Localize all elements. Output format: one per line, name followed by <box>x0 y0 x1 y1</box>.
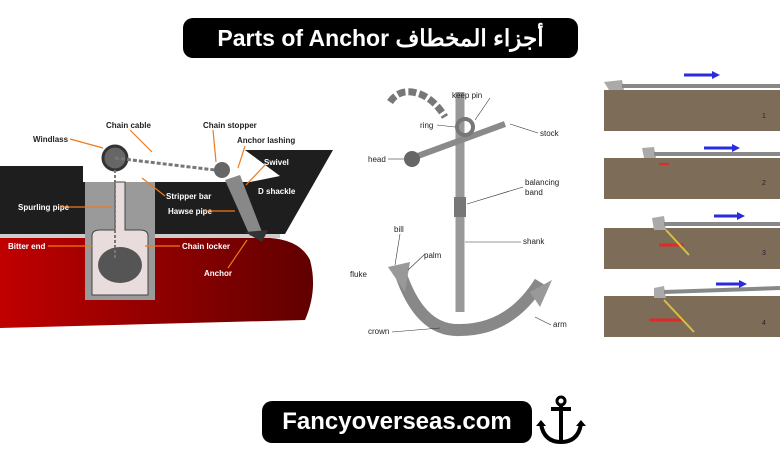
label-shank: shank <box>523 237 545 246</box>
label-balancing: balancing <box>525 178 559 187</box>
label-bitter-end: Bitter end <box>8 242 45 251</box>
stage-2: 2 <box>604 144 780 199</box>
label-arm: arm <box>553 320 567 329</box>
title-banner: Parts of Anchor أجزاء المخطاف <box>183 18 578 58</box>
label-keep-pin: keep pin <box>452 91 482 100</box>
label-anchor: Anchor <box>204 269 232 278</box>
label-swivel: Swivel <box>264 158 289 167</box>
stage-4: 4 <box>604 280 780 337</box>
anchor-icon <box>536 395 586 445</box>
label-stripper-bar: Stripper bar <box>166 192 211 201</box>
label-head: head <box>368 155 386 164</box>
label-fluke: fluke <box>350 270 367 279</box>
label-windlass: Windlass <box>33 135 69 144</box>
stage-1: 1 <box>604 71 780 131</box>
label-spurling-pipe: Spurling pipe <box>18 203 70 212</box>
label-ring: ring <box>420 121 433 130</box>
stage-number: 2 <box>762 180 766 187</box>
anchor-setting-stages: 1 2 3 4 <box>604 71 780 337</box>
label-d-shackle: D shackle <box>258 187 296 196</box>
stage-3: 3 <box>604 212 780 269</box>
label-chain-cable: Chain cable <box>106 121 151 130</box>
anchor-parts-diagram: keep pin ring stock head balancing band … <box>350 88 567 337</box>
site-banner: Fancyoverseas.com <box>262 401 532 443</box>
label-band: band <box>525 188 543 197</box>
label-chain-locker: Chain locker <box>182 242 230 251</box>
stage-number: 4 <box>762 320 766 327</box>
label-crown: crown <box>368 327 389 336</box>
site-name: Fancyoverseas.com <box>282 408 512 435</box>
label-chain-stopper: Chain stopper <box>203 121 257 130</box>
label-palm: palm <box>424 251 442 260</box>
ship-anchor-diagram: Windlass Chain cable Chain stopper Ancho… <box>0 121 333 328</box>
label-anchor-lashing: Anchor lashing <box>237 136 295 145</box>
page-title: Parts of Anchor أجزاء المخطاف <box>217 24 544 51</box>
label-hawse-pipe: Hawse pipe <box>168 207 213 216</box>
hull <box>0 238 314 328</box>
label-bill: bill <box>394 225 404 234</box>
stage-number: 1 <box>762 113 766 120</box>
label-stock: stock <box>540 129 560 138</box>
stage-number: 3 <box>762 250 766 257</box>
